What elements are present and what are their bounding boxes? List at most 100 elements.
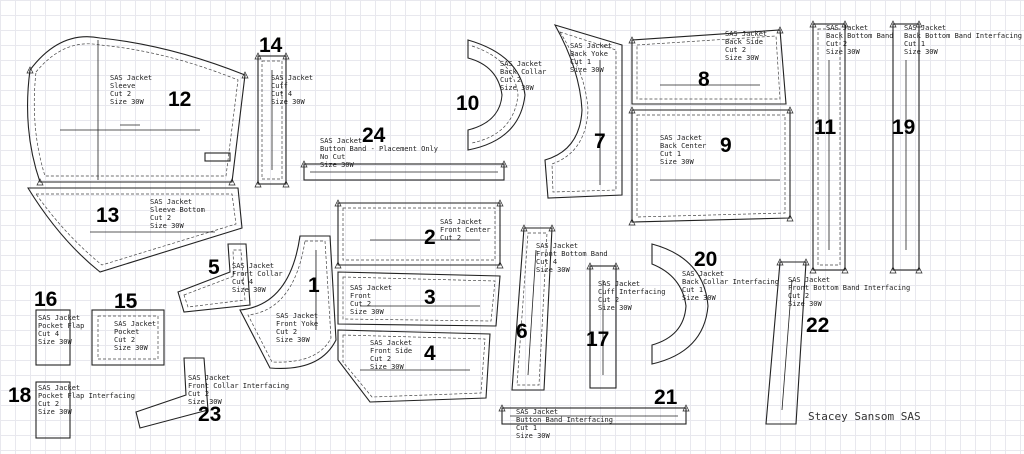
piece-label-line: Cut 4 bbox=[536, 258, 557, 266]
piece-label-line: Size 30W bbox=[320, 161, 355, 169]
piece-label-line: Button Band - Placement Only bbox=[320, 145, 438, 153]
piece-number: 10 bbox=[456, 92, 479, 115]
piece-label-line: Size 30W bbox=[276, 336, 311, 344]
piece-label-line: Sleeve Bottom bbox=[150, 206, 205, 214]
notch-marker bbox=[889, 20, 897, 28]
piece-number: 5 bbox=[208, 256, 220, 279]
notch-marker bbox=[889, 266, 897, 274]
notch-marker bbox=[841, 20, 849, 28]
piece-label-line: Front Bottom Band Interfacing bbox=[788, 284, 910, 292]
piece-number: 22 bbox=[806, 314, 829, 337]
notch-marker bbox=[500, 160, 508, 168]
notch-marker bbox=[776, 258, 784, 266]
piece-label-line: Cut 1 bbox=[516, 424, 537, 432]
piece-number: 19 bbox=[892, 116, 915, 139]
notch-marker bbox=[228, 178, 236, 186]
piece-label-line: Front Collar bbox=[232, 270, 283, 278]
piece-label-line: SAS Jacket bbox=[110, 74, 152, 82]
piece-label-line: Size 30W bbox=[660, 158, 695, 166]
piece-label-line: Size 30W bbox=[788, 300, 823, 308]
piece-number: 20 bbox=[694, 248, 717, 271]
piece-number: 3 bbox=[424, 286, 436, 309]
piece-label-line: Cut 2 bbox=[110, 90, 131, 98]
piece-label-line: Size 30W bbox=[271, 98, 306, 106]
piece-label-line: SAS Jacket bbox=[188, 374, 230, 382]
piece-label-line: Cut 2 bbox=[826, 40, 847, 48]
piece-label-line: Back Yoke bbox=[570, 50, 608, 58]
piece-label-line: Cuff Interfacing bbox=[598, 288, 665, 296]
piece-number: 6 bbox=[516, 320, 528, 343]
piece-number: 17 bbox=[586, 328, 609, 351]
piece-label-line: SAS Jacket bbox=[788, 276, 830, 284]
piece-number: 2 bbox=[424, 226, 436, 249]
piece-label-line: Size 30W bbox=[570, 66, 605, 74]
notch-marker bbox=[915, 20, 923, 28]
piece-label-line: Size 30W bbox=[500, 84, 535, 92]
notch-marker bbox=[254, 52, 262, 60]
notch-marker bbox=[254, 180, 262, 188]
piece-label-line: No Cut bbox=[320, 153, 345, 161]
notch-marker bbox=[496, 199, 504, 207]
piece-label-line: Front Center bbox=[440, 226, 491, 234]
piece-label-line: Front Collar Interfacing bbox=[188, 382, 289, 390]
piece-label-line: Size 30W bbox=[682, 294, 717, 302]
piece-label-line: Sleeve bbox=[110, 82, 135, 90]
piece-label-line: Size 30W bbox=[536, 266, 571, 274]
piece-label-line: Cut 2 bbox=[370, 355, 391, 363]
piece-label-line: Cut 2 bbox=[188, 390, 209, 398]
piece-label-line: Back Collar Interfacing bbox=[682, 278, 779, 286]
piece-number: 21 bbox=[654, 386, 678, 409]
notch-marker bbox=[802, 258, 810, 266]
piece-label-line: Back Center bbox=[660, 142, 706, 150]
piece-label-line: SAS Jacket bbox=[370, 339, 412, 347]
piece-label-line: SAS Jacket bbox=[232, 262, 274, 270]
piece-label-line: Back Side bbox=[725, 38, 763, 46]
piece-label-line: Front Bottom Band bbox=[536, 250, 608, 258]
notch-marker bbox=[498, 404, 506, 412]
piece-label-line: Cut 2 bbox=[114, 336, 135, 344]
piece-label-line: Cut 1 bbox=[660, 150, 681, 158]
designer-signature: Stacey Sansom SAS bbox=[808, 410, 921, 423]
piece-label-line: Cut 1 bbox=[682, 286, 703, 294]
notch-marker bbox=[241, 71, 249, 79]
piece-label-line: Size 30W bbox=[114, 344, 149, 352]
notch-marker bbox=[548, 224, 556, 232]
piece-label-line: Cut 2 bbox=[788, 292, 809, 300]
piece-label-line: Cut 2 bbox=[725, 46, 746, 54]
notch-marker bbox=[334, 199, 342, 207]
piece-label-line: Size 30W bbox=[904, 48, 939, 56]
piece-number: 23 bbox=[198, 403, 221, 426]
piece-label-line: SAS Jacket bbox=[598, 280, 640, 288]
piece-number: 13 bbox=[96, 204, 119, 227]
piece-label-line: Size 30W bbox=[826, 48, 861, 56]
piece-label-line: Cut 2 bbox=[598, 296, 619, 304]
piece-label-line: Cut 2 bbox=[276, 328, 297, 336]
notch-marker bbox=[628, 36, 636, 44]
